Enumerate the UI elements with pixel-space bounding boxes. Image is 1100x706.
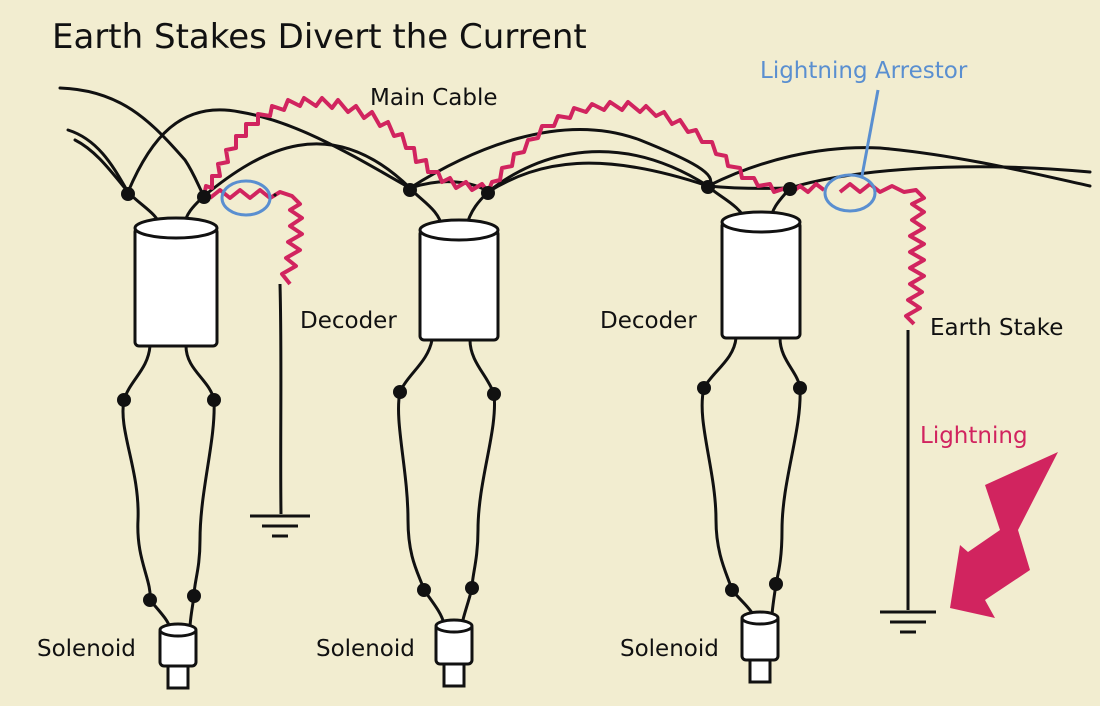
solenoid-label-3: Solenoid bbox=[620, 636, 719, 662]
connector bbox=[207, 393, 221, 407]
decoder-1-body bbox=[133, 226, 219, 348]
decoder-2-out-wires bbox=[397, 339, 497, 591]
decoder-2-body bbox=[418, 228, 500, 342]
connector bbox=[701, 180, 715, 194]
decoder-3-top bbox=[720, 210, 802, 234]
connector bbox=[697, 381, 711, 395]
connector bbox=[481, 186, 495, 200]
connector bbox=[487, 387, 501, 401]
arrestor-pointer bbox=[860, 89, 880, 177]
decoder-3-out-wires bbox=[700, 337, 802, 591]
surge-path-arrestor-left bbox=[208, 188, 304, 286]
connector bbox=[403, 183, 417, 197]
main-cable-wire-left bbox=[73, 138, 130, 194]
main-cable-label: Main Cable bbox=[370, 85, 498, 111]
connector bbox=[417, 583, 431, 597]
lightning-arrestor-1 bbox=[220, 179, 272, 217]
main-cable-wire-mid bbox=[486, 150, 710, 194]
connector bbox=[393, 385, 407, 399]
connector bbox=[143, 593, 157, 607]
surge-path-arrestor-right bbox=[838, 182, 926, 326]
decoder-1-out-wires bbox=[121, 345, 216, 601]
decoder-label-1: Decoder bbox=[300, 308, 397, 334]
solenoid-label-1: Solenoid bbox=[37, 636, 136, 662]
page-title: Earth Stakes Divert the Current bbox=[52, 17, 587, 57]
decoder-2-top bbox=[418, 218, 500, 242]
earth-stake-rod-1 bbox=[272, 192, 283, 515]
solenoid-1-top bbox=[158, 622, 198, 638]
solenoid-1-tip bbox=[166, 664, 190, 690]
connector bbox=[769, 577, 783, 591]
connector bbox=[187, 589, 201, 603]
connector bbox=[197, 190, 211, 204]
earth-stake-label: Earth Stake bbox=[930, 315, 1064, 341]
connector bbox=[793, 381, 807, 395]
lightning-arrestor-2 bbox=[823, 173, 877, 213]
lightning-bolt-icon bbox=[950, 452, 1058, 618]
lightning-label: Lightning bbox=[920, 423, 1028, 449]
connector bbox=[117, 393, 131, 407]
solenoid-2-top bbox=[434, 618, 474, 634]
solenoid-3-top bbox=[740, 610, 780, 626]
solenoid-2-tip bbox=[442, 662, 466, 688]
decoder-label-2: Decoder bbox=[600, 308, 697, 334]
connector bbox=[121, 187, 135, 201]
decoder-3-body bbox=[720, 220, 802, 340]
connector bbox=[725, 583, 739, 597]
connector bbox=[783, 182, 797, 196]
connector bbox=[465, 581, 479, 595]
solenoid-3-tip bbox=[748, 658, 772, 684]
lightning-arrestor-label: Lightning Arrestor bbox=[760, 58, 968, 84]
decoder-1-top bbox=[133, 216, 219, 240]
solenoid-label-2: Solenoid bbox=[316, 636, 415, 662]
main-cable-wire-top bbox=[58, 86, 1092, 199]
